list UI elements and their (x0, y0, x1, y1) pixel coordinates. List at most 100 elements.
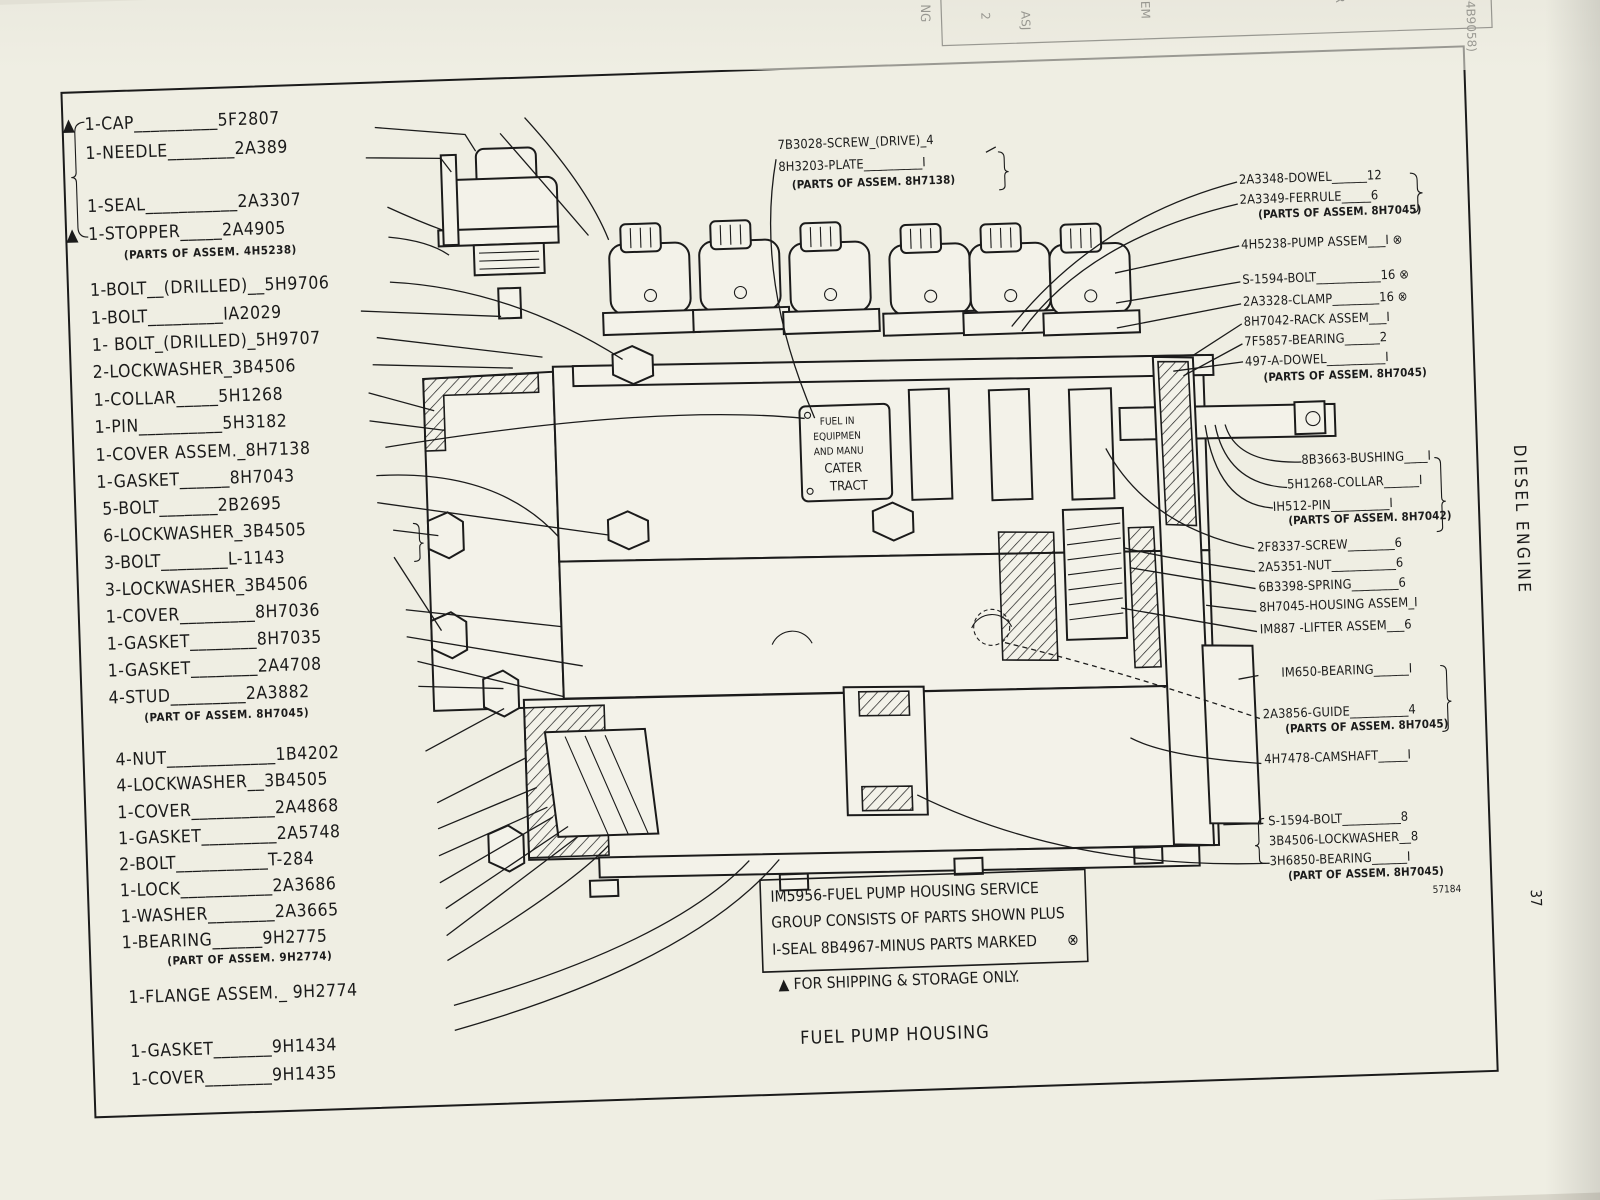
right-leader-lines (916, 181, 1302, 865)
note-line: GROUP CONSISTS OF PARTS SHOWN PLUS (771, 904, 1065, 932)
part-callout: 1-PIN__________5H3182 (94, 412, 287, 438)
exclusion-marker: ⊗ (1067, 931, 1079, 949)
part-callout: 1-GASKET________8H7035 (106, 628, 322, 655)
part-callout: 1-BOLT_________IA2029 (91, 303, 282, 329)
pump-barrels (602, 219, 1142, 337)
left-leader-lines (360, 117, 805, 1031)
part-callout: 1-CAP__________5F2807 (84, 109, 280, 135)
part-callout: 3B4506-LOCKWASHER__8 (1269, 829, 1419, 849)
section-title: DIESEL ENGINE (1509, 444, 1534, 594)
top-leader-line (985, 146, 997, 153)
note-line: IM5956-FUEL PUMP HOUSING SERVICE (770, 879, 1039, 906)
part-callout: IH512-PIN__________I (1273, 496, 1394, 515)
part-callout: 5H1268-COLLAR______I (1287, 473, 1423, 492)
part-callout: 1-NEEDLE________2A389 (85, 137, 288, 164)
part-callout: 8H3203-PLATE__________I (778, 155, 926, 175)
part-callout: 2-BOLT___________T-284 (119, 849, 315, 875)
fragment-text: 2 (978, 12, 992, 20)
part-callout: 3-BOLT________L-1143 (104, 548, 286, 574)
shipping-marker: ▲ (66, 225, 80, 245)
part-callout: S-1594-BOLT__________8 (1268, 810, 1408, 830)
top-parts-list: 7B3028-SCREW_(DRIVE)_4 8H3203-PLATE_____… (777, 133, 956, 192)
part-callout: 2F8337-SCREW________6 (1257, 536, 1402, 556)
part-callout-note: (PARTS OF ASSEM. 8H7045) (1285, 716, 1449, 735)
part-callout-note: (PARTS OF ASSEM. 8H7045) (1263, 365, 1427, 384)
part-callout: IM650-BEARING______I (1281, 661, 1412, 680)
nameplate-line: TRACT (829, 478, 869, 494)
part-callout: 8B3663-BUSHING____I (1301, 449, 1431, 468)
fragment-text: R (1333, 0, 1347, 3)
part-callout: 2A3349-FERRULE_____6 (1239, 188, 1378, 208)
part-callout: 3H6850-BEARING______I (1269, 850, 1410, 870)
part-callout: 1-GASKET________2A4708 (107, 655, 322, 682)
nameplate-line: EQUIPMEN (813, 431, 861, 444)
fragment-text: M-4B9058) (1463, 0, 1479, 52)
plunger-lifters (907, 387, 1162, 669)
part-callout: 4H5238-PUMP ASSEM___I ⊗ (1241, 233, 1403, 253)
previous-page-fragment: NG (917, 4, 932, 22)
part-callout: 2A5351-NUT___________6 (1258, 556, 1404, 576)
part-callout: 1-GASKET_______9H1434 (130, 1035, 337, 1062)
left-parts-list: ▲ 1-CAP__________5F2807 1-NEEDLE________… (62, 109, 358, 1090)
part-callout: 2-LOCKWASHER_3B4506 (92, 356, 296, 383)
part-callout: 2A3348-DOWEL______12 (1239, 168, 1382, 188)
note-line: I-SEAL 8B4967-MINUS PARTS MARKED (772, 932, 1037, 959)
nameplate-line: AND MANU (814, 445, 864, 458)
part-callout: 4H7478-CAMSHAFT_____I (1264, 748, 1411, 768)
part-callout: 1-WASHER________2A3665 (121, 900, 339, 927)
part-callout: 5-BOLT_______2B2695 (102, 494, 282, 520)
top-leader-line (769, 159, 816, 419)
part-callout-note: (PARTS OF ASSEM. 8H7138) (792, 172, 956, 191)
part-callout-note: (PARTS OF ASSEM. 8H7045) (1258, 202, 1422, 221)
part-callout: 6B3398-SPRING________6 (1258, 576, 1406, 596)
part-callout: 6-LOCKWASHER_3B4505 (103, 520, 307, 547)
nameplate: FUEL IN EQUIPMEN AND MANU CATER TRACT (798, 402, 894, 503)
part-callout: 1-COLLAR_____5H1268 (93, 385, 283, 411)
part-callout: IM887 -LIFTER ASSEM___6 (1260, 617, 1412, 637)
nameplate-line: CATER (824, 461, 862, 477)
right-parts-list: 2A3348-DOWEL______12 2A3349-FERRULE_____… (1239, 168, 1452, 882)
part-callout: 1-GASKET_________2A5748 (118, 822, 341, 849)
part-callout: 1-COVER________9H1435 (131, 1063, 337, 1090)
part-callout: 1-SEAL___________2A3307 (87, 190, 302, 217)
brackets (71, 121, 1452, 864)
part-callout: 2A3856-GUIDE__________4 (1263, 702, 1417, 722)
part-callout: S-1594-BOLT___________16 ⊗ (1242, 267, 1409, 288)
part-callout: 1-STOPPER_____2A4905 (88, 219, 286, 246)
part-callout: 1-GASKET______8H7043 (96, 466, 295, 493)
part-callout-note: (PARTS OF ASSEM. 4H5238) (124, 242, 297, 262)
shipping-marker: ▲ (62, 115, 76, 135)
part-callout-note: (PART OF ASSEM. 8H7045) (144, 705, 309, 724)
figure-number: 57184 (1432, 884, 1461, 896)
nameplate-line: FUEL IN (820, 416, 855, 428)
part-callout: 4-LOCKWASHER__3B4505 (116, 769, 328, 796)
part-callout-note: (PARTS OF ASSEM. 8H7042) (1288, 508, 1452, 527)
page-number: 37 (1527, 889, 1546, 907)
part-callout: 4-STUD_________2A3882 (108, 682, 310, 709)
fragment-text: ASJ (1018, 11, 1033, 31)
part-callout: 1-COVER_________8H7036 (106, 601, 321, 628)
part-callout: 7B3028-SCREW_(DRIVE)_4 (777, 133, 934, 153)
part-callout-note: (PART OF ASSEM. 8H7045) (1288, 863, 1444, 882)
fragment-text: EM (1138, 1, 1153, 19)
part-callout: 1-LOCK___________2A3686 (120, 874, 337, 901)
fragment-text: NG (917, 4, 932, 22)
service-note-box: IM5956-FUEL PUMP HOUSING SERVICE GROUP C… (759, 868, 1089, 994)
cap-needle-assembly (437, 146, 560, 320)
part-callout: 1- BOLT_(DRILLED)_5H9707 (92, 328, 321, 356)
part-callout: 497-A-DOWEL__________I (1245, 350, 1389, 370)
part-callout-note: (PART OF ASSEM. 9H2774) (167, 948, 332, 967)
base-plate (598, 844, 1201, 879)
part-callout: 4-NUT_____________1B4202 (115, 743, 339, 770)
part-callout: 2A3328-CLAMP________16 ⊗ (1243, 289, 1408, 309)
figure-title: FUEL PUMP HOUSING (800, 1022, 990, 1049)
part-callout: 8H7045-HOUSING ASSEM_I (1259, 595, 1418, 615)
part-callout: 1-COVER__________2A4868 (117, 796, 339, 823)
part-callout: 1-FLANGE ASSEM._ 9H2774 (128, 981, 358, 1009)
part-callout: 8H7042-RACK ASSEM___I (1243, 310, 1390, 330)
part-callout: 7F5857-BEARING______2 (1244, 330, 1387, 350)
part-callout: 3-LOCKWASHER_3B4506 (105, 574, 309, 601)
